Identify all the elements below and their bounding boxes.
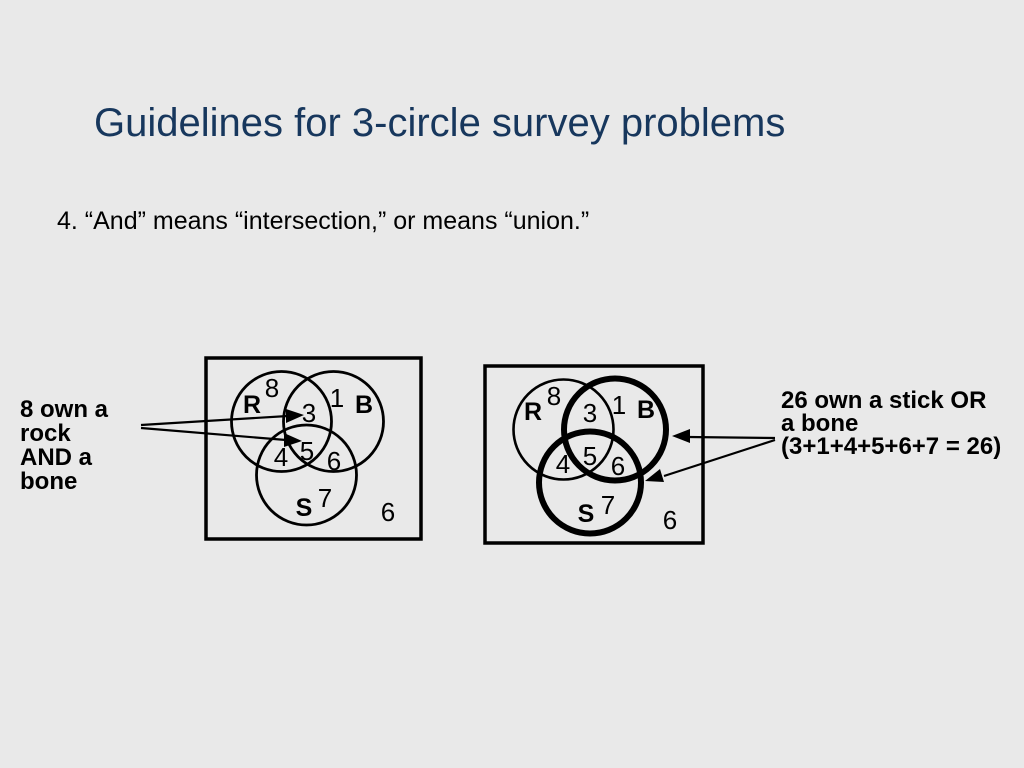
left-universe-box xyxy=(204,356,423,541)
right-annotation-line: 26 own a stick OR xyxy=(781,387,987,414)
left-annotation-line: bone xyxy=(20,468,78,495)
left-circle-s xyxy=(255,423,358,527)
right-region-r-only: 8 xyxy=(547,381,561,411)
left-annotation-line: rock xyxy=(20,420,71,447)
left-region-r-and-s: 4 xyxy=(274,442,288,472)
right-set-label-r: R xyxy=(524,398,542,426)
right-circle-b-bold xyxy=(561,375,669,484)
right-annotation: 26 own a stick OR a bone (3+1+4+5+6+7 = … xyxy=(781,387,1002,460)
left-region-r-only: 8 xyxy=(265,373,279,403)
left-annotation-line: AND a xyxy=(20,444,93,471)
left-set-label-b: B xyxy=(355,391,373,419)
guideline-step-text: 4. “And” means “intersection,” or means … xyxy=(57,207,590,235)
left-region-b-only: 1 xyxy=(330,383,344,413)
left-circle-b xyxy=(282,370,385,473)
right-arrow-to-b-icon xyxy=(672,429,776,443)
left-arrow-to-rb-icon xyxy=(140,409,304,427)
right-annotation-line: a bone xyxy=(781,410,859,437)
right-region-outside: 6 xyxy=(663,505,677,535)
right-region-center: 5 xyxy=(583,441,597,471)
left-region-r-and-b: 3 xyxy=(302,398,316,428)
right-arrow-to-bs-icon xyxy=(645,438,776,482)
left-region-outside: 6 xyxy=(381,497,395,527)
left-region-center: 5 xyxy=(300,436,314,466)
right-annotation-line: (3+1+4+5+6+7 = 26) xyxy=(781,433,1002,460)
right-circle-s-bold xyxy=(536,428,644,537)
right-region-b-and-s: 6 xyxy=(611,451,625,481)
venn-diagram-and: R B S 8 1 3 4 5 6 7 6 xyxy=(140,356,423,541)
right-region-r-and-b: 3 xyxy=(583,398,597,428)
left-annotation-line: 8 own a xyxy=(20,396,109,423)
left-annotation: 8 own a rock AND a bone xyxy=(20,398,108,494)
left-arrow-to-center-icon xyxy=(140,426,302,447)
right-region-r-and-s: 4 xyxy=(556,449,570,479)
right-set-label-b: B xyxy=(637,396,655,424)
right-region-b-only: 1 xyxy=(612,390,626,420)
slide-title: Guidelines for 3-circle survey problems xyxy=(94,101,786,145)
left-set-label-s: S xyxy=(296,494,313,522)
left-set-label-r: R xyxy=(243,391,261,419)
left-circle-r xyxy=(230,370,333,473)
right-universe-box xyxy=(483,364,705,545)
right-circle-r xyxy=(512,378,615,481)
left-region-b-and-s: 6 xyxy=(327,446,341,476)
right-set-label-s: S xyxy=(578,500,595,528)
left-region-s-only: 7 xyxy=(318,483,332,513)
right-region-s-only: 7 xyxy=(601,490,615,520)
venn-diagram-or: R B S 8 1 3 4 5 6 7 6 xyxy=(483,364,776,545)
